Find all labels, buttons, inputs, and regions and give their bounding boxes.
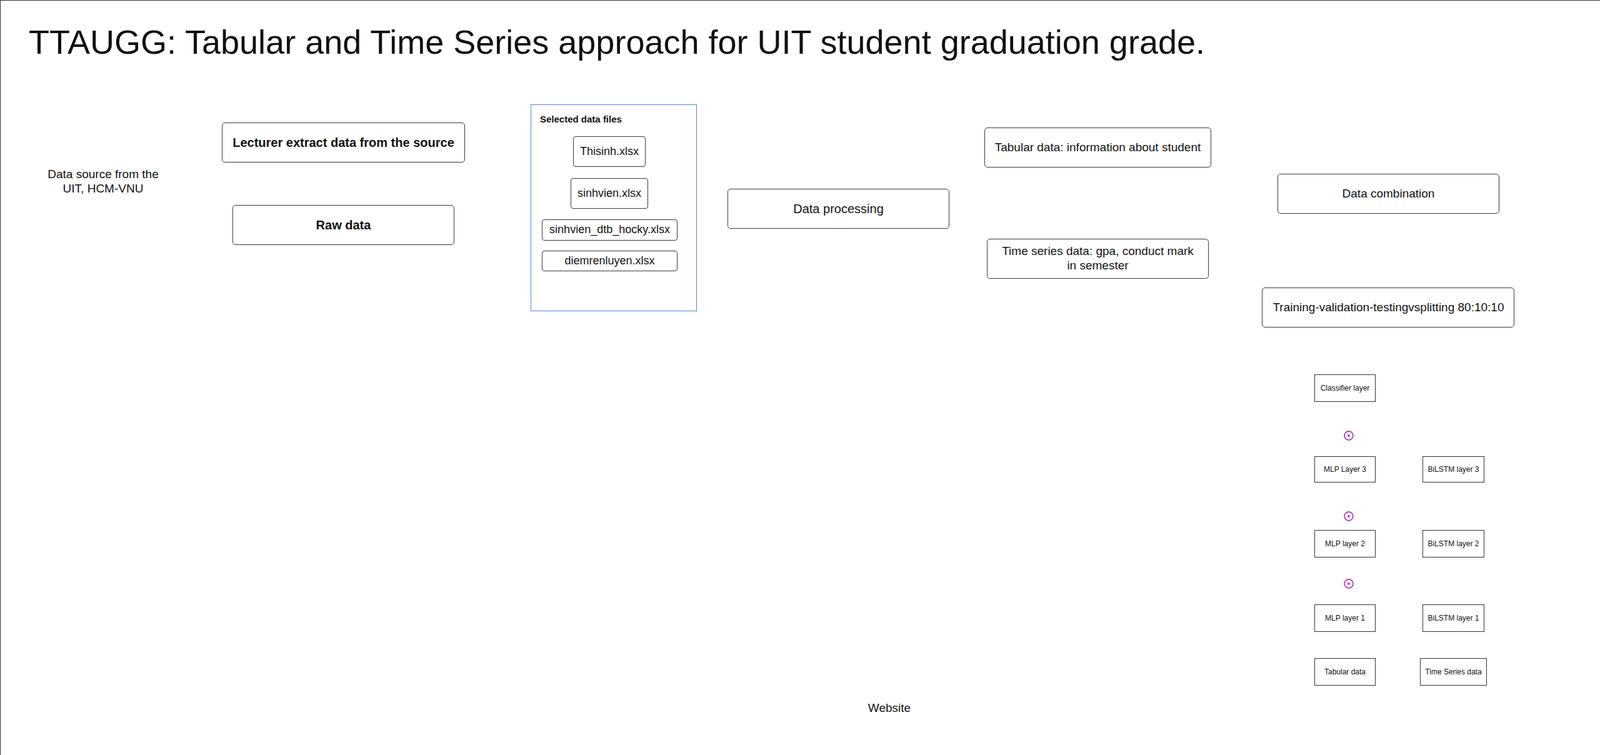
fusion-node (1344, 511, 1354, 521)
node-label: Training-validation-testingvsplitting 80… (1272, 300, 1504, 315)
node-label: BiLSTM layer 3 (1427, 465, 1479, 474)
website: Website (730, 415, 1049, 716)
file-box: sinhvien_dtb_hocky.xlsx (541, 219, 678, 241)
layer-box: MLP layer 1 (1314, 604, 1376, 632)
node-label: Lecturer extract data from the source (232, 135, 455, 150)
node-label: sinhvien_dtb_hocky.xlsx (549, 223, 670, 237)
layer-box: MLP layer 2 (1314, 530, 1376, 558)
node-label: Tabular data: information about student (995, 140, 1202, 155)
node-label: Time series data: gpa, conduct mark in s… (996, 244, 1200, 274)
node-label: MLP Layer 3 (1323, 465, 1367, 474)
input-box: Tabular data (1314, 658, 1376, 686)
process-box: Lecturer extract data from the source (221, 122, 465, 163)
fusion-node (1344, 579, 1354, 589)
layer-box: MLP Layer 3 (1314, 456, 1376, 483)
layer-box: BiLSTM layer 2 (1422, 530, 1484, 558)
fusion-node (1344, 431, 1354, 440)
input-box: Time Series data (1420, 658, 1487, 686)
data-box: Time series data: gpa, conduct mark in s… (986, 238, 1209, 279)
process-box: Data processing (727, 188, 950, 229)
fusion-node (1344, 431, 1354, 440)
file-box: Thisinh.xlsx (573, 136, 646, 167)
node-label: Classifier layer (1320, 383, 1370, 393)
file-group: Selected data filesThisinh.xlsx sinhvien.… (530, 104, 697, 312)
process-box: Raw data (232, 205, 455, 245)
layer-box: BiLSTM layer 3 (1422, 456, 1484, 483)
diagram-title: TTAUGG: Tabular and Time Series approach… (28, 22, 1205, 62)
node-label: Tabular data (1324, 667, 1366, 677)
layer-box: Classifier layer (1314, 374, 1376, 402)
node-label: MLP layer 1 (1325, 613, 1365, 623)
data-source: Data source from the UIT, HCM-VNU (43, 90, 163, 197)
data-box: Tabular data: information about student (984, 127, 1212, 168)
layer-box: BiLSTM layer 1 (1422, 604, 1484, 632)
group-heading: Selected data files (540, 113, 697, 125)
process-box: Data combination (1277, 173, 1500, 214)
node-label: MLP layer 2 (1325, 539, 1365, 549)
node-label: Data processing (793, 201, 884, 217)
fusion-node (1347, 582, 1350, 585)
title-container: TTAUGG: Tabular and Time Series approach… (28, 22, 1205, 62)
file-box: diemrenluyen.xlsx (541, 250, 678, 272)
node-label: Raw data (316, 217, 372, 233)
fusion-node (1344, 511, 1354, 521)
node-label: Data source from the UIT, HCM-VNU (43, 167, 163, 197)
fusion-node (1347, 515, 1350, 518)
file-box: sinhvien.xlsx (570, 178, 649, 209)
node-label: Time Series data (1425, 667, 1482, 677)
node-label: BiLSTM layer 2 (1427, 539, 1479, 549)
node-label: Data combination (1342, 186, 1435, 202)
process-box: Training-validation-testingvsplitting 80… (1261, 287, 1515, 328)
node-label: Website (868, 701, 911, 716)
node-label: Thisinh.xlsx (580, 145, 639, 159)
node-label: sinhvien.xlsx (577, 186, 642, 201)
fusion-node (1347, 434, 1350, 437)
node-label: BiLSTM layer 1 (1427, 613, 1479, 623)
fusion-node (1344, 579, 1354, 589)
node-label: diemrenluyen.xlsx (564, 254, 655, 269)
